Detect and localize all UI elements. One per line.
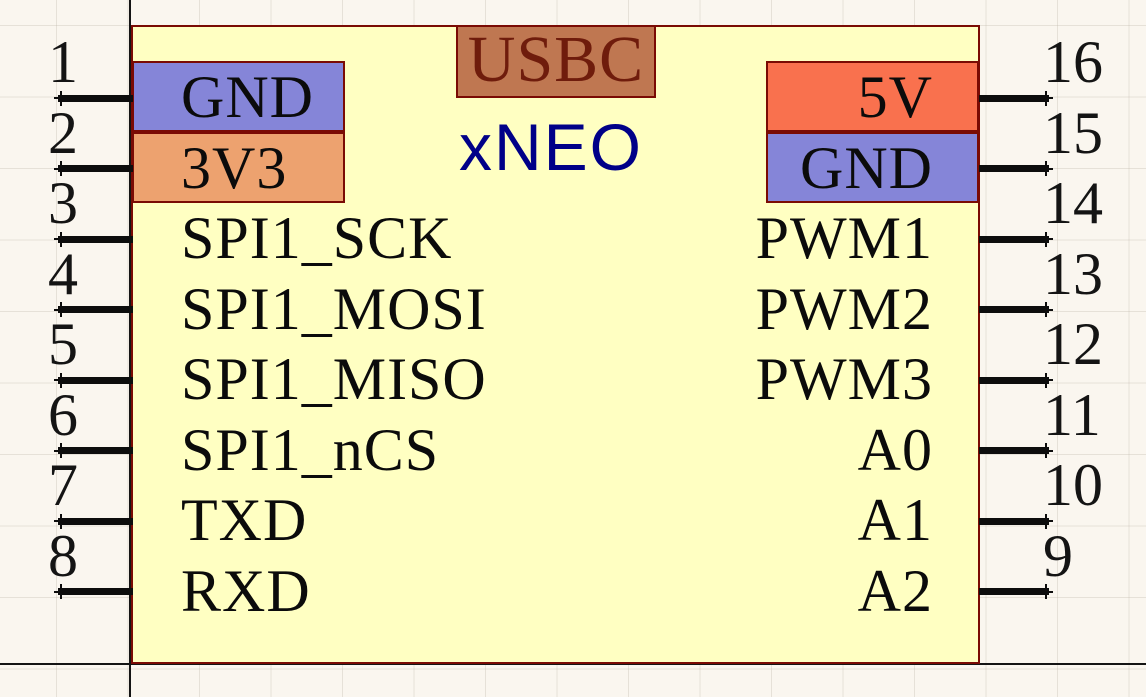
pin-16-number: 16 — [1043, 29, 1103, 95]
pin-7-wire[interactable] — [54, 513, 133, 529]
pin-5-name: SPI1_MISO — [181, 346, 487, 413]
pin-highlight-box-3v3 — [132, 131, 345, 203]
pin-16-name: 5V — [857, 64, 933, 130]
pin-1-wire[interactable] — [54, 90, 133, 106]
usbc-label: USBC — [467, 22, 645, 96]
pin-2-wire[interactable] — [54, 161, 133, 177]
pin-4-name: SPI1_MOSI — [181, 275, 487, 342]
pin-7-number: 7 — [48, 452, 78, 519]
pin-endpoint-cross-icon — [54, 379, 67, 382]
pin-3-name: SPI1_SCK — [181, 205, 453, 272]
pin-endpoint-cross-icon — [1040, 238, 1053, 241]
pin-endpoint-cross-icon — [1040, 167, 1053, 170]
pin-8-wire[interactable] — [54, 584, 133, 600]
pin-7-name: TXD — [181, 487, 308, 554]
pin-endpoint-cross-icon — [1040, 520, 1053, 523]
pin-endpoint-cross-icon — [54, 167, 67, 170]
pin-endpoint-cross-icon — [54, 308, 67, 311]
pin-10-number: 10 — [1043, 452, 1103, 519]
pin-endpoint-cross-icon — [1040, 590, 1053, 593]
pin-14-wire[interactable] — [979, 231, 1053, 247]
pin-11-number: 11 — [1043, 381, 1101, 448]
pin-15-name: GND — [800, 134, 933, 201]
pin-1-number: 1 — [48, 29, 78, 95]
pin-8-number: 8 — [48, 522, 78, 589]
pin-3-wire[interactable] — [54, 231, 133, 247]
pin-9-wire[interactable] — [979, 584, 1053, 600]
pin-5-number: 5 — [48, 311, 78, 378]
pin-3-number: 3 — [48, 170, 78, 237]
pin-highlight-box-gnd — [132, 61, 345, 132]
pin-highlight-box-5v — [766, 61, 979, 132]
pin-endpoint-cross-icon — [1040, 379, 1053, 382]
pin-8-name: RXD — [181, 557, 311, 624]
pin-12-wire[interactable] — [979, 372, 1053, 388]
pin-2-number: 2 — [48, 99, 78, 166]
pin-14-name: PWM1 — [755, 205, 933, 272]
pin-15-number: 15 — [1043, 99, 1103, 166]
pin-highlight-box-gnd — [766, 131, 979, 203]
pin-13-wire[interactable] — [979, 302, 1053, 318]
pin-endpoint-cross-icon — [1040, 97, 1053, 99]
pin-endpoint-cross-icon — [54, 449, 67, 452]
pin-9-name: A2 — [857, 557, 933, 624]
pin-12-number: 12 — [1043, 311, 1103, 378]
vertical-wire[interactable] — [129, 0, 131, 697]
horizontal-wire[interactable] — [0, 663, 1146, 665]
pin-endpoint-cross-icon — [54, 97, 67, 99]
usbc-label-box: USBC — [456, 25, 656, 98]
pin-11-wire[interactable] — [979, 443, 1053, 459]
pin-15-wire[interactable] — [979, 161, 1053, 177]
pin-4-wire[interactable] — [54, 302, 133, 318]
pin-4-number: 4 — [48, 240, 78, 307]
pin-2-name: 3V3 — [181, 134, 288, 201]
pin-10-wire[interactable] — [979, 513, 1053, 529]
pin-1-name: GND — [181, 64, 314, 130]
pin-14-number: 14 — [1043, 170, 1103, 237]
pin-10-name: A1 — [857, 487, 933, 554]
pin-endpoint-cross-icon — [1040, 449, 1053, 452]
pin-6-number: 6 — [48, 381, 78, 448]
pin-13-name: PWM2 — [755, 275, 933, 342]
pin-16-wire[interactable] — [979, 90, 1053, 106]
component-value-label: xNEO — [459, 110, 644, 184]
pin-endpoint-cross-icon — [54, 520, 67, 523]
pin-5-wire[interactable] — [54, 372, 133, 388]
pin-endpoint-cross-icon — [54, 590, 67, 593]
pin-endpoint-cross-icon — [1040, 308, 1053, 311]
pin-endpoint-cross-icon — [54, 238, 67, 241]
pin-6-wire[interactable] — [54, 443, 133, 459]
pin-9-number: 9 — [1043, 522, 1073, 589]
pin-13-number: 13 — [1043, 240, 1103, 307]
pin-6-name: SPI1_nCS — [181, 416, 440, 483]
pin-12-name: PWM3 — [755, 346, 933, 413]
pin-11-name: A0 — [857, 416, 933, 483]
